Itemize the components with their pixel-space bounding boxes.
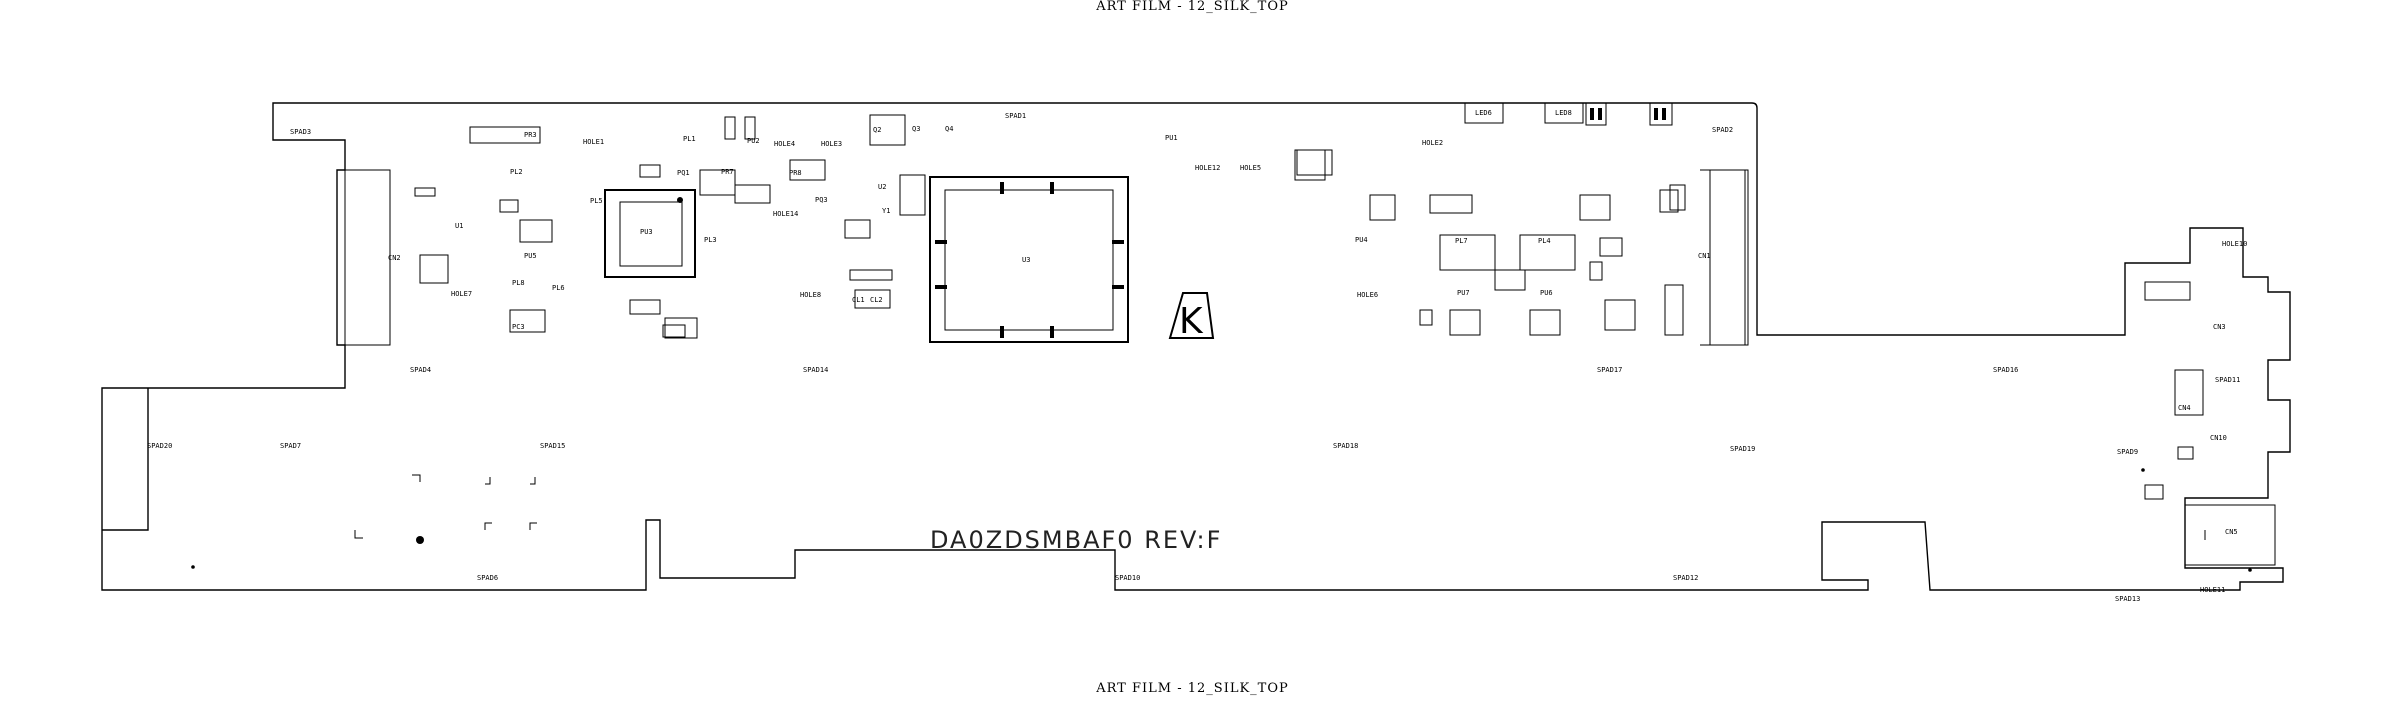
label-pl4: PL4 bbox=[1538, 237, 1551, 245]
label-pl8: PL8 bbox=[512, 279, 525, 287]
label-hole12: HOLE12 bbox=[1195, 164, 1220, 172]
label-u1: U1 bbox=[455, 222, 463, 230]
label-pl1: PL1 bbox=[683, 135, 696, 143]
label-pu2: PU2 bbox=[747, 137, 760, 145]
label-spad13: SPAD13 bbox=[2115, 595, 2140, 603]
label-spad20: SPAD20 bbox=[147, 442, 172, 450]
board-part-number: DA0ZDSMBAF0 REV:F bbox=[930, 526, 1223, 554]
label-pq3: PQ3 bbox=[815, 196, 828, 204]
label-spad12: SPAD12 bbox=[1673, 574, 1698, 582]
label-cl2: CL2 bbox=[870, 296, 883, 304]
label-cn5: CN5 bbox=[2225, 528, 2238, 536]
label-pl2: PL2 bbox=[510, 168, 523, 176]
label-cn1: CN1 bbox=[1698, 252, 1711, 260]
label-pl3: PL3 bbox=[704, 236, 717, 244]
label-hole10: HOLE10 bbox=[2222, 240, 2247, 248]
label-hole7: HOLE7 bbox=[451, 290, 472, 298]
label-hole5: HOLE5 bbox=[1240, 164, 1261, 172]
logo-letter-k: K bbox=[1179, 301, 1204, 342]
label-pl5: PL5 bbox=[590, 197, 603, 205]
label-pl6: PL6 bbox=[552, 284, 565, 292]
label-spad14: SPAD14 bbox=[803, 366, 828, 374]
label-q4: Q4 bbox=[945, 125, 953, 133]
label-spad11: SPAD11 bbox=[2215, 376, 2240, 384]
label-pr7: PR7 bbox=[721, 168, 734, 176]
label-pq1: PQ1 bbox=[677, 169, 690, 177]
label-spad3: SPAD3 bbox=[290, 128, 311, 136]
label-spad18: SPAD18 bbox=[1333, 442, 1358, 450]
label-led6: LED6 bbox=[1475, 109, 1492, 117]
label-cn2: CN2 bbox=[388, 254, 401, 262]
label-spad9: SPAD9 bbox=[2117, 448, 2138, 456]
label-hole6: HOLE6 bbox=[1357, 291, 1378, 299]
label-hole2: HOLE2 bbox=[1422, 139, 1443, 147]
label-spad2: SPAD2 bbox=[1712, 126, 1733, 134]
label-pu5: PU5 bbox=[524, 252, 537, 260]
label-hole8: HOLE8 bbox=[800, 291, 821, 299]
label-pr3: PR3 bbox=[524, 131, 537, 139]
label-y1: Y1 bbox=[882, 207, 890, 215]
label-cn10: CN10 bbox=[2210, 434, 2227, 442]
label-spad19: SPAD19 bbox=[1730, 445, 1755, 453]
label-spad1: SPAD1 bbox=[1005, 112, 1026, 120]
label-spad17: SPAD17 bbox=[1597, 366, 1622, 374]
label-spad6: SPAD6 bbox=[477, 574, 498, 582]
label-u2: U2 bbox=[878, 183, 886, 191]
label-hole14: HOLE14 bbox=[773, 210, 798, 218]
label-hole4: HOLE4 bbox=[774, 140, 795, 148]
film-label-top: ART FILM - 12_SILK_TOP bbox=[1096, 0, 1289, 14]
label-spad16: SPAD16 bbox=[1993, 366, 2018, 374]
label-pu6: PU6 bbox=[1540, 289, 1553, 297]
label-hole1: HOLE1 bbox=[583, 138, 604, 146]
film-label-bottom: ART FILM - 12_SILK_TOP bbox=[1096, 681, 1289, 696]
label-hole11: HOLE11 bbox=[2200, 586, 2225, 594]
label-spad15: SPAD15 bbox=[540, 442, 565, 450]
label-cn4: CN4 bbox=[2178, 404, 2191, 412]
label-led8: LED8 bbox=[1555, 109, 1572, 117]
component-labels: SPAD3 SPAD1 SPAD2 SPAD4 SPAD14 SPAD17 SP… bbox=[147, 109, 2247, 603]
label-pr8: PR8 bbox=[789, 169, 802, 177]
label-cn3: CN3 bbox=[2213, 323, 2226, 331]
label-u3: U3 bbox=[1022, 256, 1030, 264]
label-hole3: HOLE3 bbox=[821, 140, 842, 148]
label-pu1: PU1 bbox=[1165, 134, 1178, 142]
label-q2: Q2 bbox=[873, 126, 881, 134]
label-pl7: PL7 bbox=[1455, 237, 1468, 245]
label-q3: Q3 bbox=[912, 125, 920, 133]
label-spad4: SPAD4 bbox=[410, 366, 431, 374]
label-pu3: PU3 bbox=[640, 228, 653, 236]
label-pc3: PC3 bbox=[512, 323, 525, 331]
label-spad7: SPAD7 bbox=[280, 442, 301, 450]
board-outline bbox=[101, 102, 2291, 591]
label-pu7: PU7 bbox=[1457, 289, 1470, 297]
label-cl1: CL1 bbox=[852, 296, 865, 304]
label-spad10: SPAD10 bbox=[1115, 574, 1140, 582]
label-pu4: PU4 bbox=[1355, 236, 1368, 244]
